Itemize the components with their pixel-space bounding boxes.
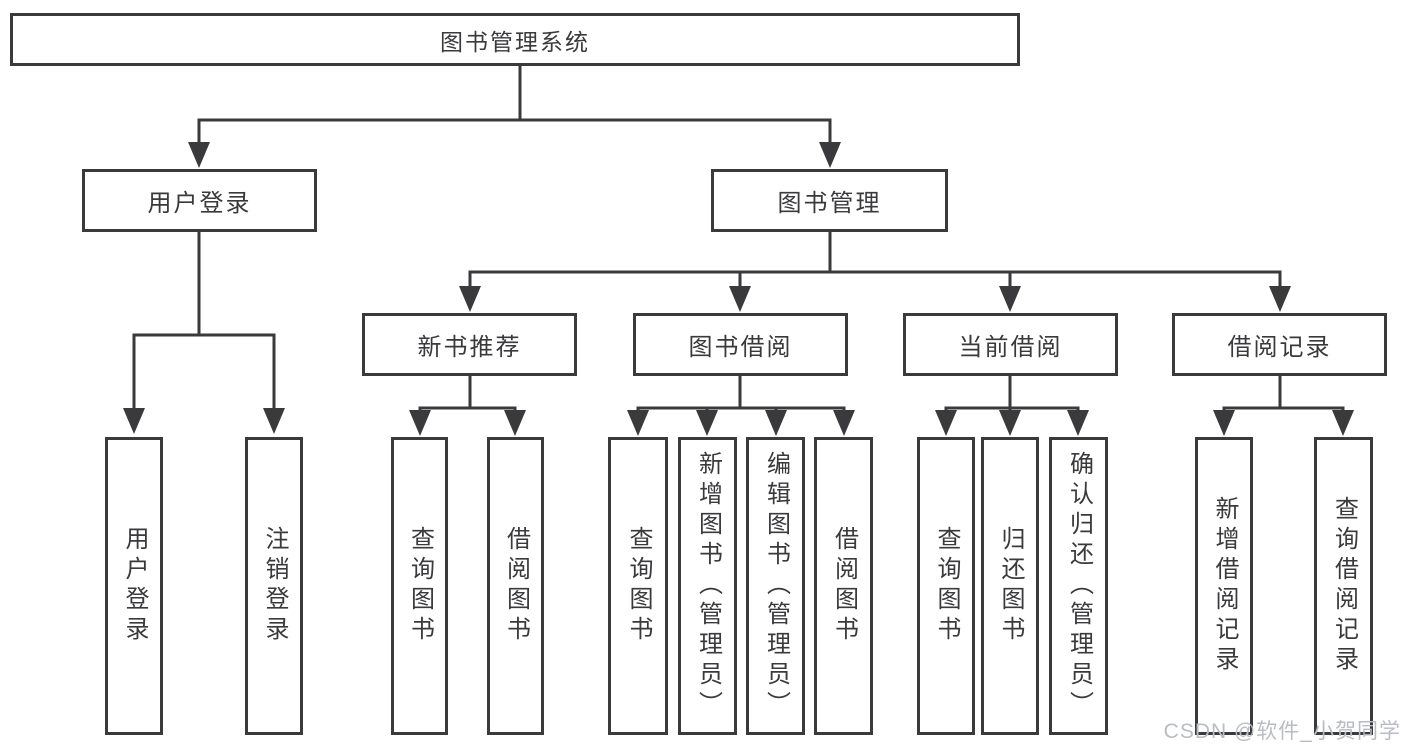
node-label: 确认归还（管理员） — [1065, 451, 1093, 721]
node-label: 图书管理 — [777, 190, 882, 217]
node-library-management-system: 图书管理系统 — [10, 13, 1020, 66]
leaf-borrow-books: 借阅图书 — [814, 437, 873, 735]
node-borrowing-records: 借阅记录 — [1172, 313, 1387, 376]
node-label: 当前借阅 — [958, 334, 1063, 361]
node-new-book-recommendation: 新书推荐 — [362, 313, 577, 376]
node-label: 查询借阅记录 — [1330, 496, 1358, 676]
node-label: 新增借阅记录 — [1211, 496, 1238, 676]
node-label: 用户登录 — [121, 526, 148, 646]
node-user-login: 用户登录 — [82, 169, 317, 232]
leaf-query-books-current: 查询图书 — [917, 437, 975, 735]
leaf-query-borrow-record: 查询借阅记录 — [1314, 437, 1373, 735]
leaf-confirm-return-admin: 确认归还（管理员） — [1049, 437, 1108, 735]
node-label: 新增图书（管理员） — [694, 451, 722, 721]
leaf-query-books-borrowing: 查询图书 — [608, 437, 668, 735]
leaf-add-books-admin: 新增图书（管理员） — [678, 437, 737, 735]
watermark: CSDN @软件_小贺同学 — [1163, 720, 1401, 743]
node-book-borrowing: 图书借阅 — [633, 313, 848, 376]
leaf-return-books: 归还图书 — [981, 437, 1039, 735]
node-label: 借阅图书 — [830, 526, 858, 646]
node-label: 新书推荐 — [417, 334, 522, 361]
node-label: 借阅记录 — [1227, 334, 1332, 361]
leaf-logout: 注销登录 — [245, 437, 303, 735]
leaf-edit-books-admin: 编辑图书（管理员） — [746, 437, 805, 735]
node-book-management: 图书管理 — [711, 169, 948, 232]
node-label: 图书借阅 — [688, 334, 793, 361]
node-label: 用户登录 — [147, 190, 252, 217]
leaf-add-borrow-record: 新增借阅记录 — [1195, 437, 1253, 735]
leaf-user-login: 用户登录 — [105, 437, 163, 735]
node-label: 查询图书 — [933, 526, 960, 646]
node-label: 借阅图书 — [502, 526, 530, 646]
leaf-query-books-recommend: 查询图书 — [391, 437, 448, 735]
node-current-borrowing: 当前借阅 — [903, 313, 1118, 376]
node-label: 图书管理系统 — [440, 28, 590, 55]
node-label: 归还图书 — [997, 526, 1024, 646]
leaf-borrow-books-recommend: 借阅图书 — [487, 437, 544, 735]
node-label: 查询图书 — [406, 526, 434, 646]
node-label: 查询图书 — [625, 526, 652, 646]
node-label: 注销登录 — [261, 526, 288, 646]
node-label: 编辑图书（管理员） — [762, 451, 790, 721]
